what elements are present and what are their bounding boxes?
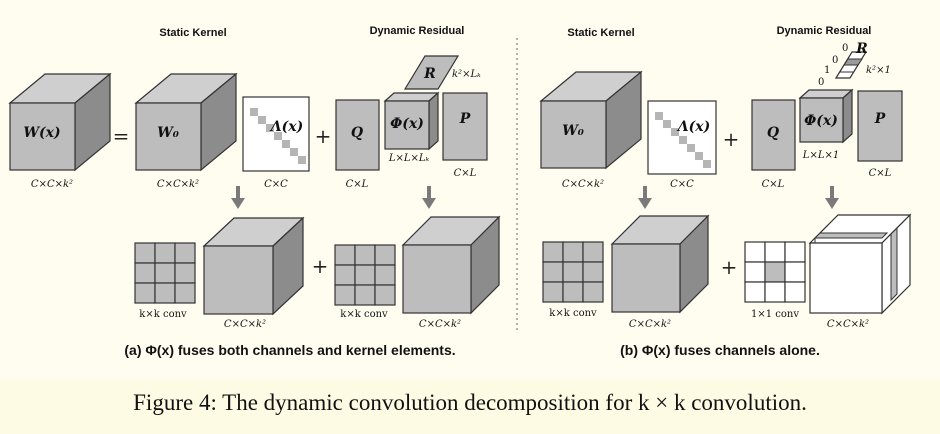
right-phi-dims: L×L×1 [802, 150, 839, 161]
p-matrix [442, 92, 488, 161]
q-matrix [335, 99, 380, 171]
right-dynamic-residual-title: Dynamic Residual [777, 25, 872, 37]
figure-caption: Figure 4: The dynamic convolution decomp… [133, 390, 807, 415]
right-q-dims: C×L [762, 179, 785, 190]
right-lambda-matrix [647, 100, 717, 175]
w0-label: W₀ [157, 125, 179, 141]
phi-cube [383, 91, 440, 151]
right-sliced-cube [808, 213, 912, 315]
plus-sign-top-left: + [315, 124, 332, 148]
right-lower-cube-dims: C×C×k² [629, 319, 671, 330]
plus-sign-bottom-right: + [721, 255, 738, 279]
right-phi-label: Φ(x) [804, 113, 838, 129]
1x1-conv-label: 1×1 conv [751, 309, 799, 320]
kxk-grid [134, 242, 196, 304]
lower-cube-dims: C×C×k² [224, 319, 266, 330]
1x1-grid [744, 241, 806, 303]
phi-label: Φ(x) [390, 116, 424, 132]
arrow-down-icon [422, 186, 436, 209]
equals-sign: = [113, 124, 130, 148]
right-static-kernel-title: Static Kernel [567, 27, 634, 39]
lower-cube-2-dims: C×C×k² [419, 319, 461, 330]
kxk-conv-label-2: k×k conv [340, 309, 388, 320]
p-label: P [459, 111, 471, 127]
arrow-down-icon [638, 186, 652, 209]
subcaption-b: (b) Φ(x) fuses channels alone. [620, 342, 820, 358]
r-entry-0: 0 [818, 77, 824, 88]
right-r-dims: k²×1 [866, 65, 891, 76]
figure-panel: Static Kernel Dynamic Residual W(x) C×C×… [0, 0, 940, 380]
kxk-grid-2 [334, 244, 396, 306]
p-dims: C×L [454, 168, 477, 179]
right-w0-dims: C×C×k² [562, 179, 604, 190]
right-q-label: Q [767, 125, 779, 141]
right-lower-cube [610, 214, 710, 314]
q-label: Q [351, 125, 363, 141]
w-label: W(x) [23, 125, 60, 141]
plus-sign-top-right: + [723, 127, 740, 151]
r-matrix [403, 55, 460, 90]
right-q-matrix [751, 99, 796, 171]
right-sliced-cube-dims: C×C×k² [827, 319, 869, 330]
q-dims: C×L [346, 179, 369, 190]
left-dynamic-residual-title: Dynamic Residual [370, 25, 465, 37]
right-r-vector [834, 51, 868, 79]
r-entry-2: 0 [832, 55, 838, 66]
right-kxk-grid [542, 241, 604, 303]
kxk-conv-label: k×k conv [139, 309, 187, 320]
r-entry-3: 0 [842, 43, 848, 54]
right-w0-label: W₀ [562, 123, 584, 139]
r-entry-1: 1 [824, 65, 830, 76]
arrow-down-icon [825, 186, 839, 209]
phi-dims: L×L×Lₖ [388, 153, 430, 164]
right-phi-cube [798, 88, 854, 144]
lambda-label: Λ(x) [269, 119, 303, 135]
lower-cube [202, 216, 305, 316]
lambda-matrix [242, 96, 310, 172]
w0-dims: C×C×k² [157, 179, 199, 190]
right-p-dims: C×L [869, 168, 892, 179]
right-lambda-label: Λ(x) [676, 119, 710, 135]
w-cube [8, 72, 112, 172]
w-dims: C×C×k² [31, 179, 73, 190]
right-p-label: P [874, 111, 886, 127]
lambda-dims: C×C [264, 179, 288, 190]
r-label: R [423, 66, 436, 82]
right-kxk-conv-label: k×k conv [549, 308, 597, 319]
arrow-down-icon [231, 186, 245, 209]
lower-cube-2 [401, 215, 501, 315]
right-r-label: R [855, 41, 868, 57]
decomposition-diagram: Static Kernel Dynamic Residual W(x) C×C×… [8, 25, 912, 358]
right-lambda-dims: C×C [670, 179, 694, 190]
left-static-kernel-title: Static Kernel [159, 27, 226, 39]
r-dims: k²×Lₖ [452, 69, 481, 80]
right-w0-cube [539, 70, 643, 170]
plus-sign-bottom-left: + [312, 254, 329, 278]
w0-cube [134, 72, 238, 172]
subcaption-a: (a) Φ(x) fuses both channels and kernel … [124, 342, 455, 358]
right-p-matrix [857, 90, 903, 162]
